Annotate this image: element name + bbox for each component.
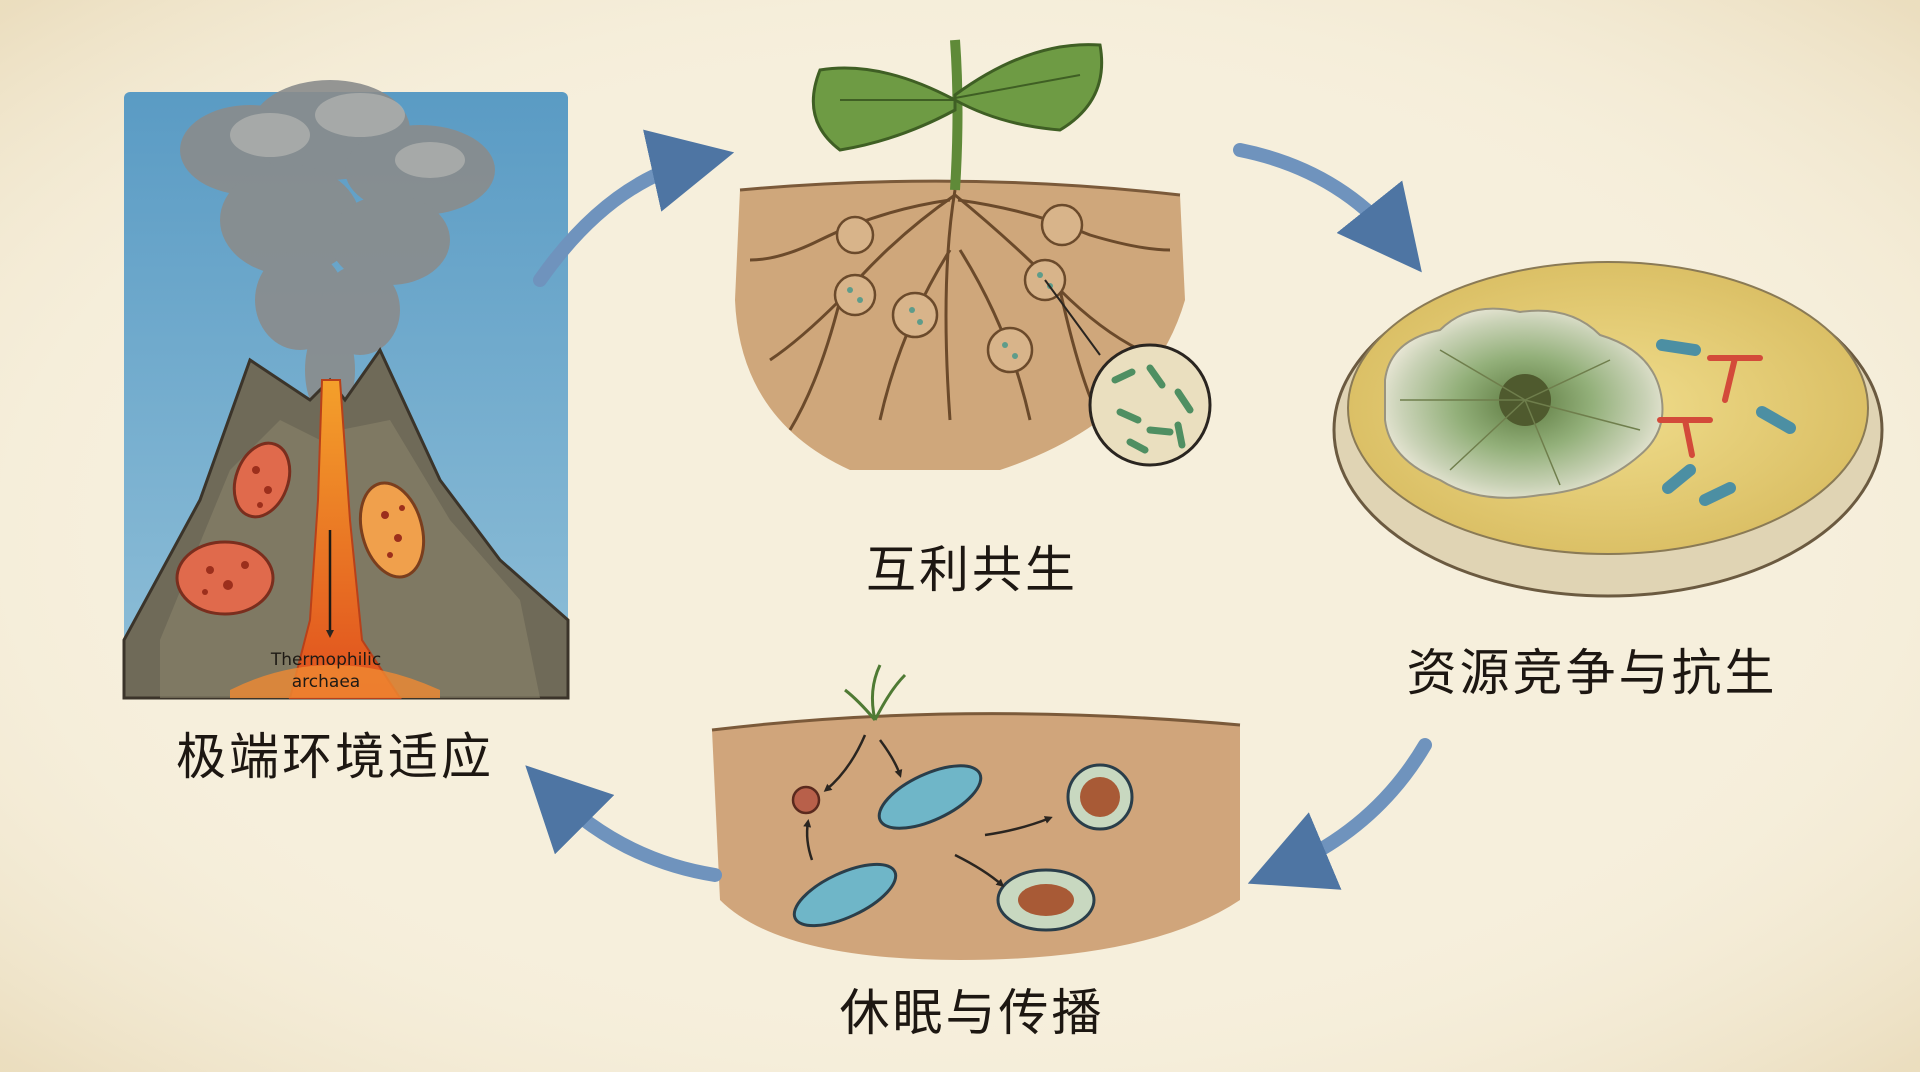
arrow-mutualism-to-competition: [1233, 143, 1422, 273]
plant-stem: [950, 39, 963, 191]
volcano-illustration: Thermophilic archaea: [122, 80, 570, 700]
antibiotic-inhibition-markers: [1657, 355, 1763, 458]
bacterium-lower: [792, 862, 898, 928]
grass-sprout: [844, 664, 907, 721]
root-nodules: [833, 203, 1084, 374]
soil-dormancy-illustration: [711, 664, 1241, 960]
spore-small: [791, 785, 821, 815]
label-extreme-adaptation: 极端环境适应: [176, 728, 494, 786]
soil-slab: [735, 181, 1185, 470]
annotation-archaea: archaea: [292, 672, 360, 692]
annotation-thermophilic: Thermophilic: [270, 650, 381, 670]
cycle-arrows: [525, 129, 1432, 890]
soil-cross-section: [712, 713, 1240, 960]
label-mutualism: 互利共生: [866, 541, 1078, 599]
arrow-extreme-to-mutualism: [533, 129, 735, 287]
magnified-bacteria: [1088, 343, 1212, 467]
label-competition-antibiotics: 资源竞争与抗生: [1406, 644, 1778, 702]
competing-bacteria: [1656, 339, 1796, 506]
dispersal-arrows: [803, 734, 1053, 887]
bacterium-upper: [877, 764, 983, 830]
label-dormancy-dispersal: 休眠与传播: [839, 984, 1105, 1042]
leaf-right: [953, 43, 1104, 132]
arrow-competition-to-dormancy: [1247, 738, 1432, 890]
petri-dish-illustration: [1332, 261, 1884, 598]
plant-roots-illustration: [735, 39, 1212, 470]
arrow-dormancy-to-extreme: [525, 765, 722, 882]
archaea-colonies: [175, 441, 426, 616]
leaf-left: [811, 66, 957, 152]
